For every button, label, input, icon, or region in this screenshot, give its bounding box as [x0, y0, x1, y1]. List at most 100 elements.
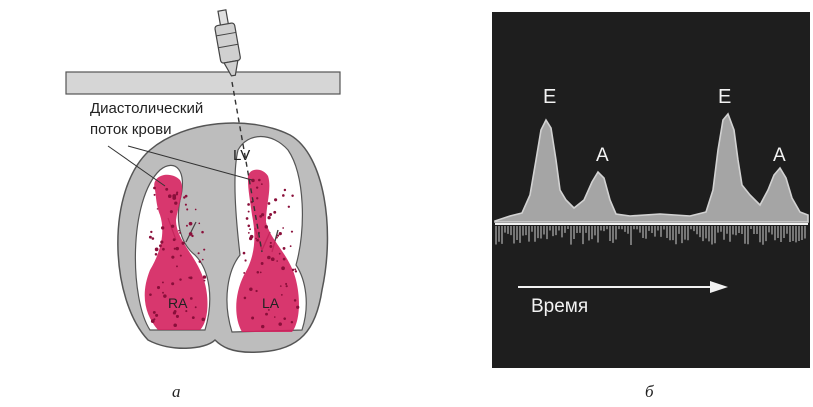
label-la: LA — [262, 295, 280, 311]
speckle-dot — [202, 318, 205, 321]
speckle-dot — [257, 271, 260, 274]
speckle-dot — [162, 281, 164, 283]
speckle-dot — [265, 313, 268, 316]
speckle-dot — [203, 249, 205, 251]
panel-b-doppler-spectrum: E A E A Время — [492, 12, 810, 368]
speckle-dot — [294, 268, 296, 270]
caption-panel-a: а — [172, 382, 181, 402]
speckle-dot — [291, 231, 293, 233]
speckle-dot — [150, 231, 152, 233]
speckle-dot — [180, 255, 182, 257]
speckle-dot — [261, 325, 264, 328]
speckle-dot — [174, 248, 176, 250]
speckle-dot — [162, 292, 164, 294]
speckle-dot — [279, 253, 281, 255]
speckle-dot — [154, 194, 156, 196]
speckle-dot — [162, 248, 165, 251]
speckle-dot — [243, 272, 245, 274]
speckle-dot — [246, 217, 249, 220]
speckle-dot — [171, 282, 174, 285]
speckle-dot — [195, 209, 197, 211]
speckle-dot — [274, 198, 277, 201]
transducer-plate — [66, 72, 340, 94]
speckle-dot — [182, 242, 185, 245]
speckle-dot — [183, 196, 185, 198]
speckle-dot — [186, 208, 188, 210]
speckle-dot — [168, 194, 172, 198]
speckle-dot — [273, 211, 276, 214]
speckle-dot — [295, 270, 297, 272]
speckle-dot — [172, 194, 176, 198]
speckle-dot — [290, 245, 292, 247]
caption-panel-b: б — [645, 382, 654, 402]
speckle-dot — [261, 262, 264, 265]
speckle-dot — [185, 204, 187, 206]
speckle-dot — [292, 269, 294, 271]
speckle-dot — [171, 225, 174, 228]
speckle-dot — [286, 285, 288, 287]
speckle-dot — [161, 226, 164, 229]
speckle-dot — [174, 201, 177, 204]
speckle-dot — [291, 194, 293, 196]
panel-a-heart-diagram: Диастолический поток крови LV RA LA — [66, 9, 340, 352]
speckle-dot — [179, 232, 181, 234]
speckle-dot — [277, 234, 279, 236]
speckle-dot — [256, 186, 258, 188]
speckle-dot — [171, 256, 174, 259]
speckle-dot — [255, 290, 257, 292]
speckle-dot — [270, 242, 272, 244]
annotation-line-2: поток крови — [90, 121, 172, 138]
speckle-dot — [153, 187, 156, 190]
speckle-dot — [188, 277, 190, 279]
speckle-dot — [247, 203, 250, 206]
speckle-dot — [274, 316, 276, 318]
speckle-dot — [276, 237, 278, 239]
speckle-dot — [249, 288, 252, 291]
speckle-dot — [258, 179, 261, 182]
speckle-dot — [281, 294, 283, 296]
speckle-dot — [173, 238, 176, 241]
speckle-dot — [276, 260, 278, 262]
speckle-dot — [271, 257, 275, 261]
speckle-dot — [260, 271, 262, 273]
speckle-dot — [256, 197, 258, 199]
speckle-dot — [149, 293, 152, 296]
speckle-dot — [152, 237, 155, 240]
speckle-dot — [173, 311, 176, 314]
speckle-dot — [243, 252, 246, 255]
speckle-dot — [155, 248, 159, 252]
speckle-dot — [195, 306, 197, 308]
speckle-dot — [282, 194, 285, 197]
speckle-dot — [153, 311, 156, 314]
speckle-dot — [173, 323, 177, 327]
speckle-dot — [261, 183, 263, 185]
speckle-dot — [244, 297, 247, 300]
speckle-dot — [267, 256, 271, 260]
speckle-dot — [283, 258, 286, 261]
peak-e-label-1: E — [543, 86, 556, 108]
speckle-dot — [247, 225, 250, 228]
speckle-dot — [201, 231, 204, 234]
speckle-dot — [160, 241, 163, 244]
speckle-dot — [255, 238, 257, 240]
speckle-dot — [198, 223, 200, 225]
speckle-dot — [265, 225, 268, 228]
speckle-dot — [281, 266, 285, 270]
speckle-dot — [283, 247, 286, 250]
speckle-dot — [155, 253, 158, 256]
speckle-dot — [282, 227, 284, 229]
speckle-dot — [163, 294, 166, 297]
speckle-dot — [284, 189, 286, 191]
speckle-dot — [176, 315, 179, 318]
annotation-line-1: Диастолический — [90, 100, 203, 117]
label-ra: RA — [168, 295, 188, 311]
speckle-dot — [259, 215, 262, 218]
speckle-dot — [176, 247, 179, 250]
speckle-dot — [294, 299, 297, 302]
speckle-dot — [149, 236, 152, 239]
speckle-dot — [159, 244, 162, 247]
speckle-dot — [269, 213, 272, 216]
speckle-dot — [269, 245, 272, 248]
speckle-dot — [256, 239, 259, 242]
